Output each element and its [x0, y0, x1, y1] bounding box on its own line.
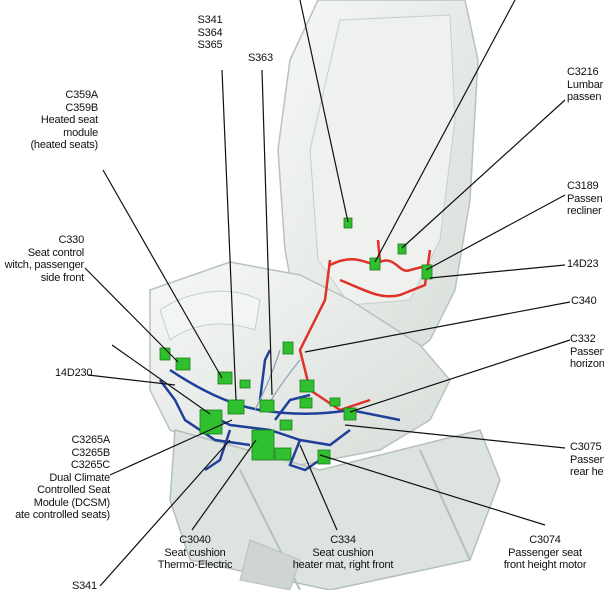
label-c334: C334 Seat cushion heater mat, right fron…: [292, 534, 394, 571]
label-c3075: C3075 Passen rear he: [570, 441, 604, 478]
label-c3074: C3074 Passenger seat front height motor: [503, 534, 587, 571]
label-s341-bottom: S341: [72, 580, 97, 592]
connectors: [159, 217, 433, 465]
label-c3189: C3189 Passen recliner: [567, 180, 603, 217]
cushion-bolster: [159, 290, 261, 341]
label-c3040: C3040 Seat cushion Thermo-Electric: [157, 534, 233, 571]
label-14d23: 14D23: [567, 258, 599, 270]
label-c359: C359A C359B Heated seat module (heated s…: [30, 89, 98, 151]
label-c3216: C3216 Lumbar passen: [567, 66, 604, 103]
seat-foot: [239, 539, 301, 590]
label-s363: S363: [248, 52, 273, 64]
label-c332: C332 Passen horizon: [570, 333, 604, 370]
leader-lines: [84, 0, 571, 587]
label-c330: C330 Seat control witch, passenger side …: [4, 234, 85, 284]
label-14d230: 14D230: [55, 367, 93, 379]
label-c340: C340: [571, 295, 597, 307]
label-c3265: C3265A C3265B C3265C Dual Climate Contro…: [15, 434, 110, 521]
label-s341-group: S341 S364 S365: [197, 14, 223, 51]
seat-rail-2: [419, 449, 471, 561]
